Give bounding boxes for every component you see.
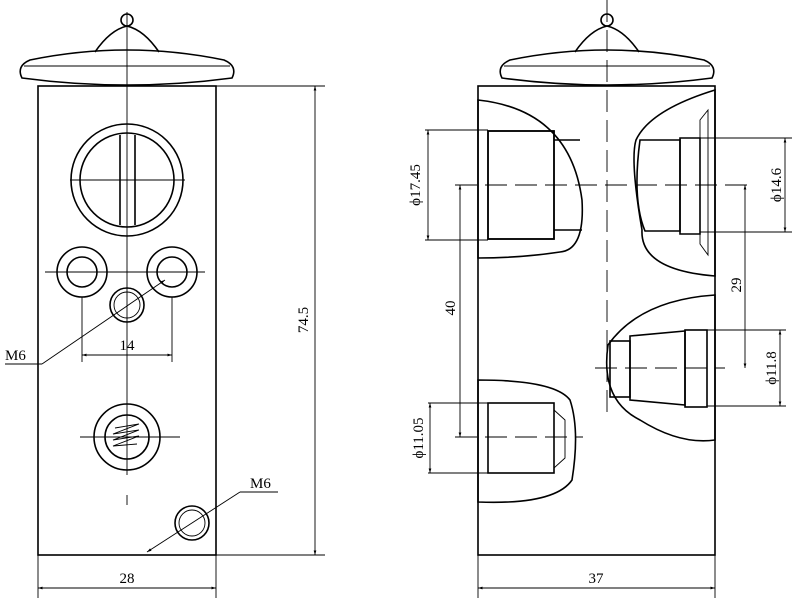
section-top-right-bore	[636, 139, 681, 232]
thread-label-bottom: M6	[250, 476, 271, 492]
threaded-hole-inner	[113, 291, 141, 319]
main-port	[70, 123, 184, 237]
thread-label-top: M6	[5, 348, 26, 364]
spacing-left-label: 40	[443, 301, 459, 316]
section-bottom-left	[455, 379, 583, 504]
mount-hole-inner	[178, 509, 206, 537]
section-top-left	[477, 99, 584, 259]
thread-bottom-leader	[146, 491, 241, 553]
right-port-inner	[156, 256, 188, 288]
cap-side-flange	[499, 49, 715, 86]
section-top-right-hatch	[633, 88, 716, 277]
section-bottom-right	[595, 294, 725, 442]
dia-bottom-right-label: ϕ11.8	[764, 351, 780, 385]
height-dim-label: 74.5	[296, 307, 312, 333]
adjust-spring	[80, 403, 180, 471]
section-bottom-left-bore	[487, 402, 555, 474]
front-view: 74.5 28 14 M6 M6	[5, 12, 325, 598]
section-top-right-counterbore	[679, 137, 701, 235]
front-dimensions: 74.5 28 14 M6 M6	[5, 85, 325, 598]
main-port-inner-circle	[79, 132, 175, 228]
cap-side-dome	[574, 25, 640, 53]
main-port-outer-circle	[70, 123, 184, 237]
section-top-right-chamfer	[699, 108, 709, 257]
section-top-left-hatch	[477, 99, 584, 259]
section-bottom-right-small-bore	[609, 340, 631, 398]
left-port-inner	[66, 256, 98, 288]
spacing-right-label: 29	[729, 278, 745, 293]
hole-spacing-label: 14	[120, 338, 136, 354]
cap-flange	[19, 49, 235, 86]
thread-top-leader	[41, 279, 166, 365]
side-dimensions: ϕ17.45 40 ϕ11.05 ϕ14.6 29 ϕ11.8 37	[408, 129, 792, 598]
width-dim-label: 28	[120, 571, 135, 587]
threaded-hole-outer	[109, 287, 145, 323]
spring-coil	[112, 423, 140, 447]
side-width-label: 37	[589, 571, 605, 587]
dia-bottom-left-label: ϕ11.05	[411, 417, 427, 458]
mount-hole-outer	[174, 505, 210, 541]
section-bottom-left-chamfer	[553, 408, 566, 470]
dia-top-right-label: ϕ14.6	[769, 167, 785, 202]
dia-top-left-label: ϕ17.45	[408, 164, 424, 206]
section-bottom-right-counterbore	[684, 329, 708, 408]
section-bottom-left-hatch	[477, 379, 577, 504]
section-top-right	[633, 88, 716, 277]
side-view: ϕ17.45 40 ϕ11.05 ϕ14.6 29 ϕ11.8 37	[408, 0, 792, 598]
